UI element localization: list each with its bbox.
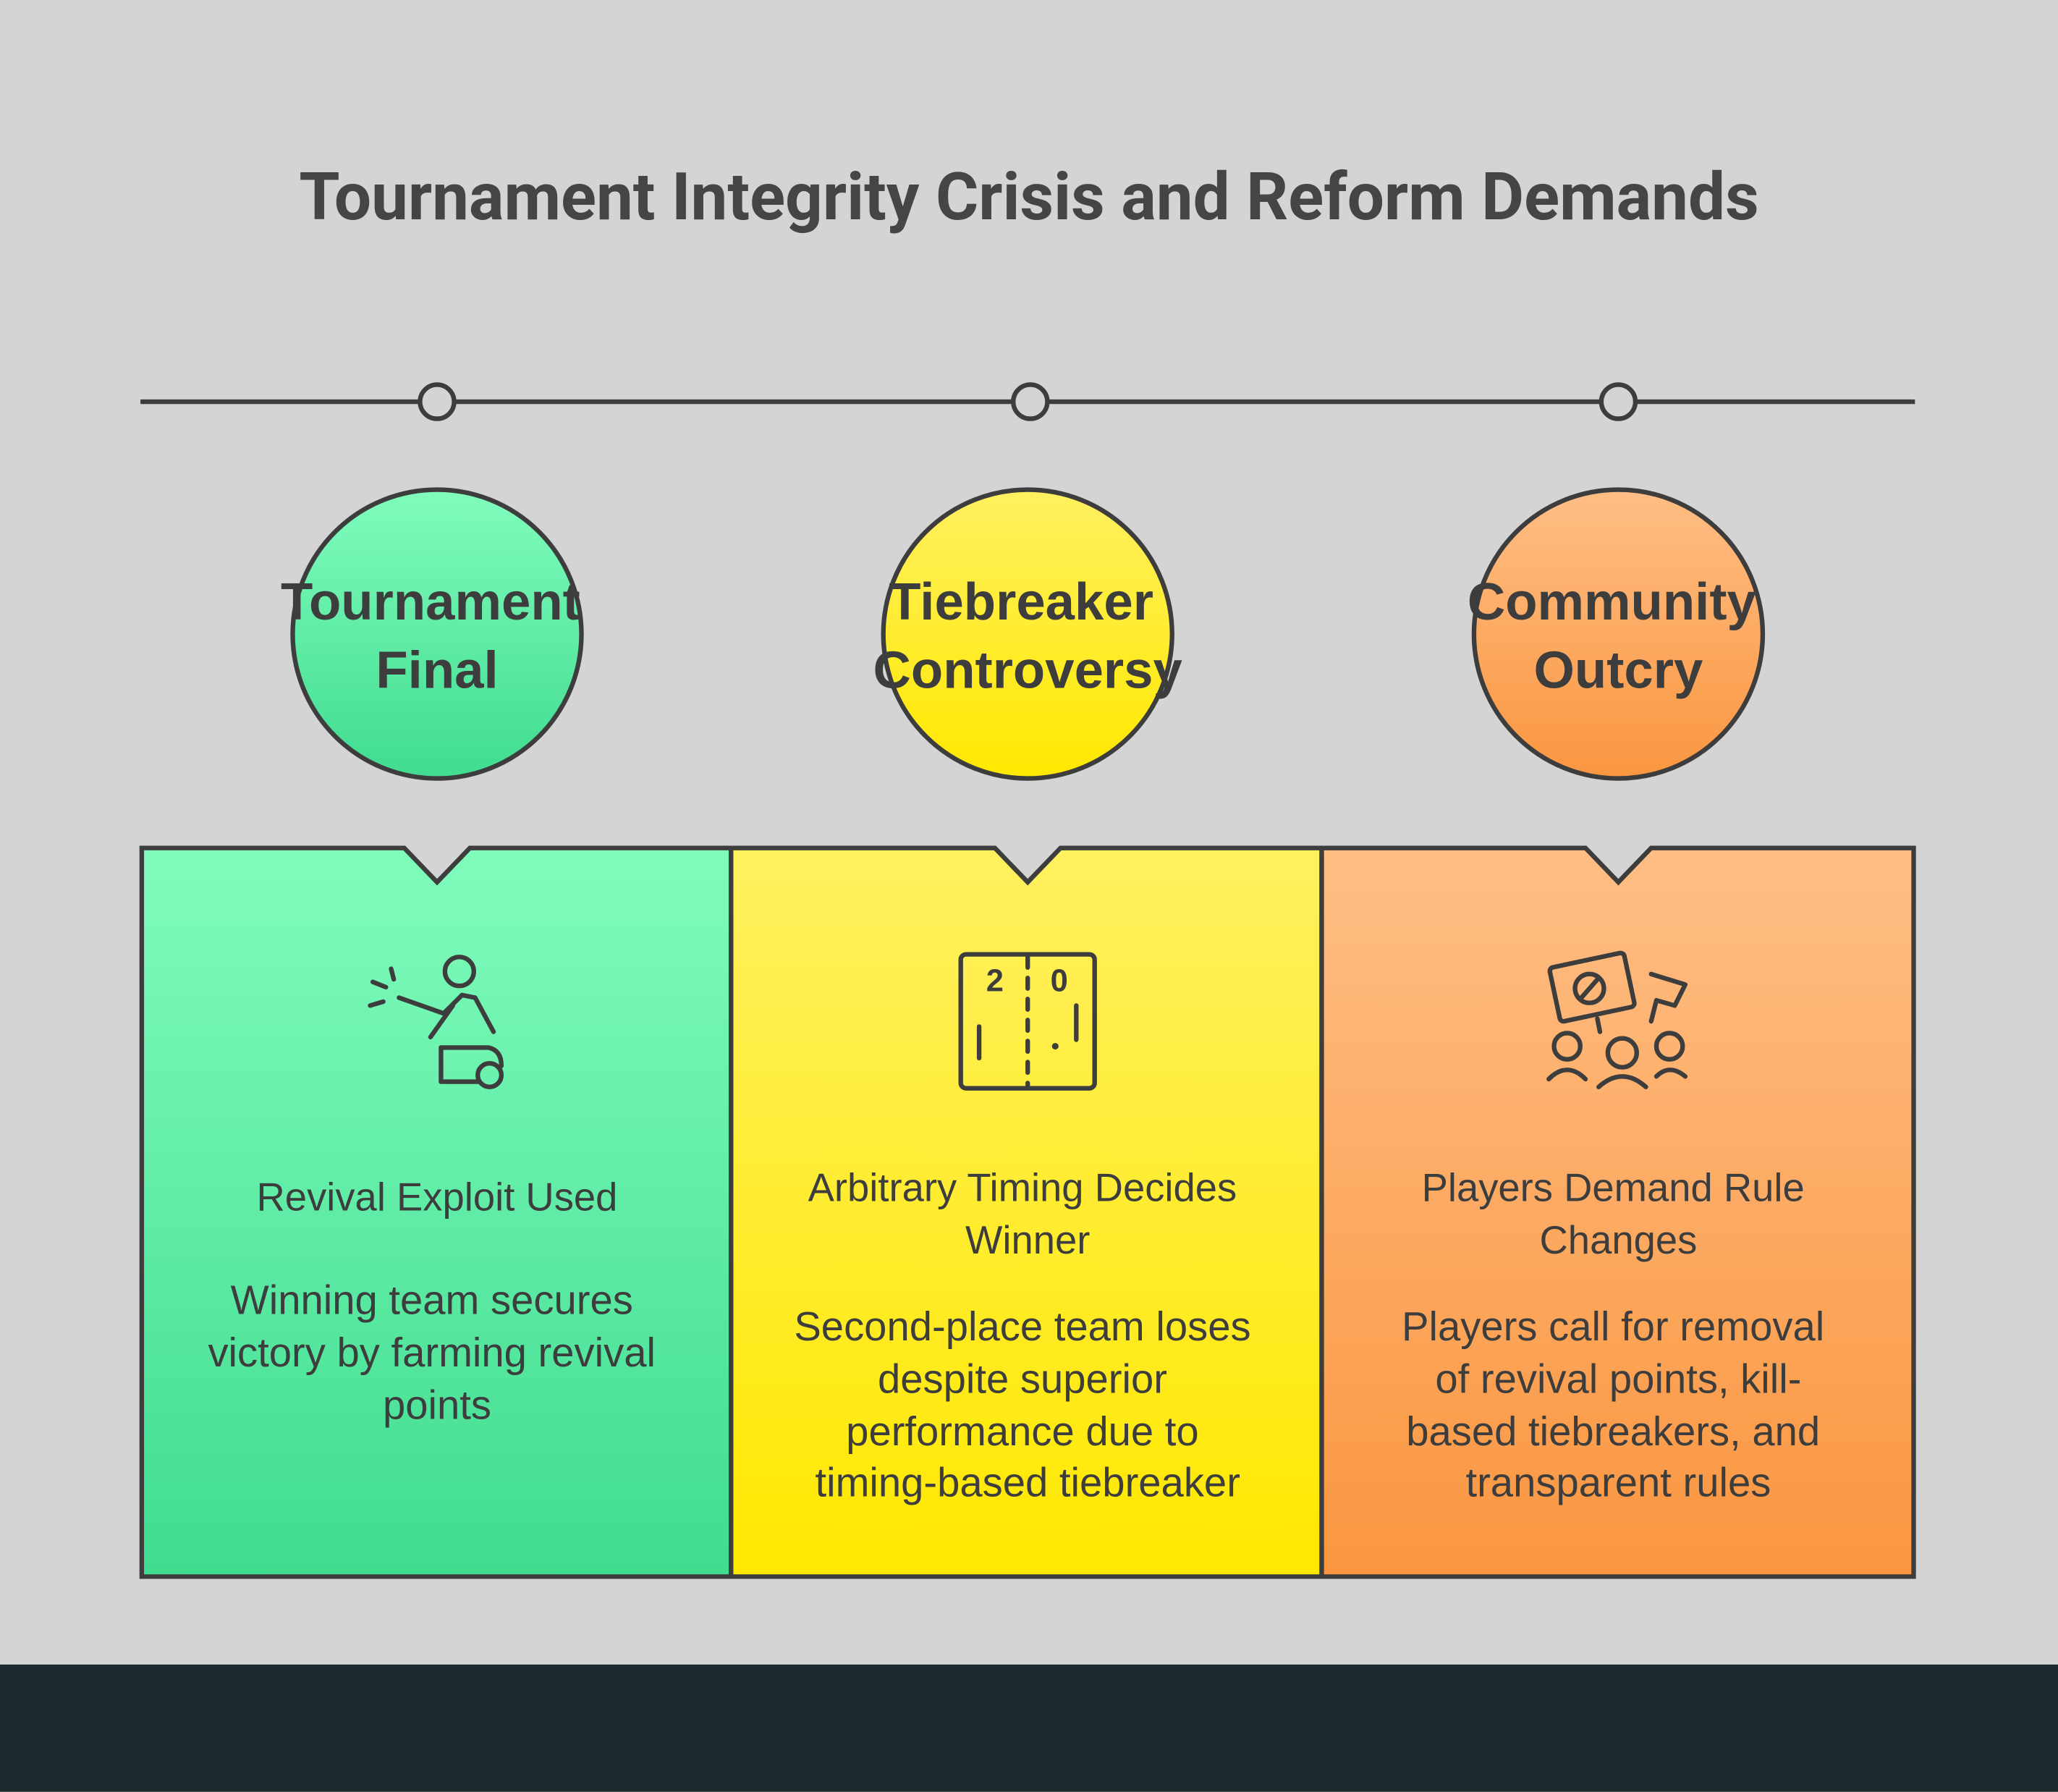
card-heading: Changes [1540,1218,1698,1262]
timeline-node [1011,382,1050,421]
card-description: based tiebreakers, and [1406,1408,1820,1454]
stage-label: Tiebreaker [889,572,1153,631]
stage-circle-tournament-final [290,487,584,781]
card-heading: Revival Exploit Used [257,1175,618,1219]
card-description: Second-place team loses [794,1303,1250,1349]
card-description: of revival points, kill- [1435,1356,1801,1401]
player-exploit-icon [368,955,504,1090]
stage-label: Tournament [281,572,580,631]
card-description: Winning team secures [231,1277,633,1323]
card-description: points [383,1382,491,1428]
stage-card-tournament-final [139,845,734,1579]
protest-crowd-icon [1546,950,1688,1090]
page-title: Tournament Integrity Crisis and Reform D… [299,159,1758,236]
footer-band [0,1664,2058,1792]
scoreboard-icon: 2 0 [958,952,1097,1091]
card-description: Players call for removal [1402,1303,1824,1349]
score-left: 2 [986,963,1004,998]
card-description: performance due to [846,1408,1199,1454]
stage-label: Final [376,641,498,699]
card-description: victory by farming revival [208,1330,656,1375]
stage-label: Outcry [1533,641,1703,699]
card-description: despite superior [878,1356,1167,1401]
card-description: timing-based tiebreaker [815,1460,1240,1505]
card-heading: Arbitrary Timing Decides [808,1166,1237,1210]
timeline-node [418,382,457,421]
stage-label: Controversy [873,641,1182,699]
card-heading: Players Demand Rule [1422,1166,1805,1210]
stage-circle-community [1471,487,1766,781]
score-right: 0 [1051,963,1068,998]
stage-label: Community [1468,572,1756,631]
card-description: transparent rules [1465,1460,1771,1505]
stage-circle-tiebreaker [881,487,1174,781]
stage-card-tiebreaker [729,845,1324,1579]
timeline-node [1598,382,1638,421]
card-heading: Winner [965,1218,1090,1262]
stage-card-community [1319,845,1916,1579]
